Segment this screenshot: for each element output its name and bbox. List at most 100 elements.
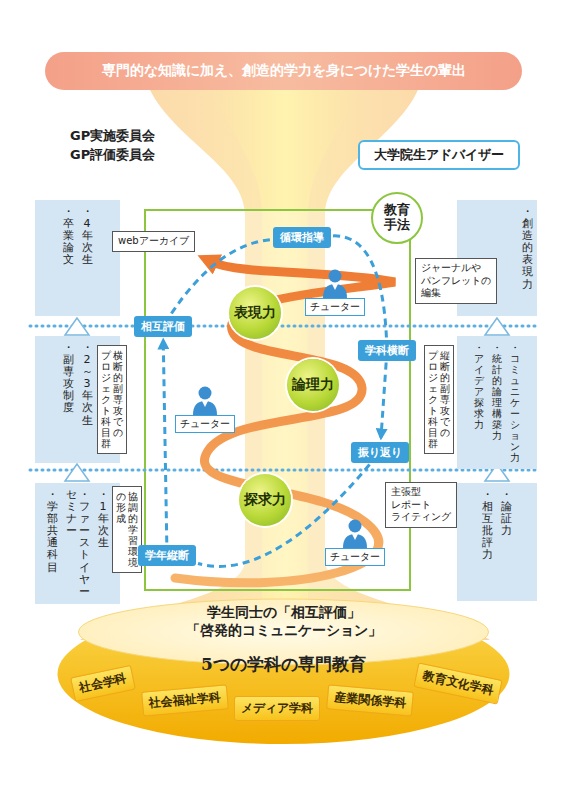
label-text: 教育手法 [383, 203, 410, 233]
label-text: 表現力 [234, 304, 276, 322]
skill-circle: 探求力 [239, 474, 291, 526]
callout-box: 縦断的副専攻での プロジェクト科目群 [424, 345, 454, 454]
committee-label: GP実施委員会 [70, 127, 155, 145]
label-text: ・2～3年次生 [82, 342, 93, 427]
goal-banner: 専門的な知識に加え、創造的学力を身につけた学生の輩出 [45, 52, 522, 90]
method-tag: 振り返り [351, 442, 409, 463]
label-text: ・副専攻制度 [63, 342, 74, 415]
label-text: ・論証力 [501, 489, 512, 537]
step-triangle [485, 318, 509, 335]
label-text: 学生同士の「相互評価」 [55, 604, 512, 622]
label-text: ・学部共通科目 [47, 489, 58, 574]
label-text: 社会福祉学科 [148, 688, 221, 711]
tutor-icon [320, 268, 350, 298]
funnel [80, 90, 490, 640]
committee-label: GP評価委員会 [70, 146, 155, 164]
text-column: ・1年次生 [98, 489, 109, 549]
text-column: ・ファーストイヤー [79, 489, 90, 598]
label-text: ・1年次生 [98, 489, 109, 549]
label-text: ・相互批評力 [482, 489, 493, 562]
label-text: 「啓発的コミュニケーション」 [55, 622, 512, 640]
year-panel: ・1年次生・ファーストイヤー セミナー・学部共通科目 [35, 483, 120, 604]
label-text: 社会学科 [78, 670, 128, 697]
method-tag: 学科横断 [358, 340, 416, 361]
method-tag: 相互評価 [134, 316, 192, 337]
label-text: 主張型 レポート ライティング [391, 486, 451, 524]
label-text: webアーカイブ [118, 235, 189, 248]
label-text: チューター [325, 548, 385, 566]
year-panel: ・4年次生・卒業論文 [35, 200, 120, 316]
label-text: 相互評価 [141, 319, 185, 334]
text-column: セミナー [66, 489, 77, 537]
step-triangle [65, 464, 89, 481]
label-text: 協調的学習環境 の形成 [116, 491, 138, 568]
step-triangle [65, 318, 89, 335]
text-column: ・論証力 [501, 489, 512, 537]
year-panel: ・コミュニケーション力・統計的論理構築力・アイデア探求力 [457, 336, 537, 469]
text-column: ・副専攻制度 [63, 342, 74, 415]
label-text: ・コミュニケーション力 [510, 342, 520, 463]
text-column: ・2～3年次生 [82, 342, 93, 427]
text-column: ・相互批評力 [482, 489, 493, 562]
label-text: 横断的副専攻での プロジェクト科目群 [101, 350, 123, 449]
method-tag: 循環指導 [273, 227, 331, 248]
callout-box: ジャーナルや パンフレットの 編集 [415, 258, 497, 304]
text-column: ・アイデア探求力 [474, 342, 484, 430]
tutor-figure: チューター [323, 518, 387, 566]
tutor-icon [340, 518, 370, 548]
label-text: ・4年次生 [82, 206, 93, 266]
text-column: ・コミュニケーション力 [510, 342, 520, 463]
callout-box: webアーカイブ [112, 231, 195, 252]
label-text: 探求力 [244, 491, 286, 509]
label-text: 循環指導 [280, 230, 324, 245]
label-text: ・統計的論理構築力 [492, 342, 502, 441]
text-column: ・4年次生 [82, 206, 93, 266]
label-text: ・アイデア探求力 [474, 342, 484, 430]
department-base: 学生同士の「相互評価」「啓発的コミュニケーション」5つの学科の専門教育社会学科社… [55, 596, 512, 746]
spiral-arrow [175, 262, 395, 583]
cycle-connector [381, 363, 386, 438]
tutor-figure: チューター [303, 268, 367, 316]
text-column: の形成 [116, 491, 126, 524]
tutor-figure: チューター [173, 385, 237, 433]
label-text: 学年縦断 [145, 548, 189, 563]
text-column: ・卒業論文 [63, 206, 74, 266]
label-text: ・創造的表現力 [522, 206, 533, 291]
text-column: プロジェクト科目群 [101, 350, 111, 449]
method-tag: 学年縦断 [138, 545, 196, 566]
method-circle: 教育手法 [371, 192, 423, 244]
label-text: チューター [305, 298, 365, 316]
label-text: ・ファーストイヤー セミナー [66, 489, 90, 598]
text-column: ・創造的表現力 [522, 206, 533, 291]
text-column: ・学部共通科目 [47, 489, 58, 574]
year-panel: ・論証力・相互批評力 [457, 483, 537, 601]
text-column: 縦断的副専攻での [440, 350, 450, 438]
label-text: 振り返り [358, 445, 402, 460]
department-tab: メディア学科 [234, 696, 320, 721]
label-text: 産業関係学科 [333, 688, 406, 711]
dotted-divider [30, 325, 540, 328]
advisor-box: 大学院生アドバイザー [358, 140, 520, 170]
label-text: メディア学科 [241, 700, 313, 717]
skill-circle: 論理力 [287, 359, 339, 411]
label-text: 専門的な知識に加え、創造的学力を身につけた学生の輩出 [102, 62, 466, 80]
method-frame [145, 210, 410, 590]
label-text: チューター [175, 415, 235, 433]
callout-box: 横断的副専攻での プロジェクト科目群 [97, 345, 127, 454]
label-text: 縦断的副専攻での プロジェクト科目群 [428, 350, 450, 449]
label-text: 大学院生アドバイザー [374, 146, 504, 164]
label-text: ジャーナルや パンフレットの 編集 [421, 262, 491, 300]
text-column: プロジェクト科目群 [428, 350, 438, 449]
tutor-icon [190, 385, 220, 415]
label-text: 学科横断 [365, 343, 409, 358]
text-column: ・統計的論理構築力 [492, 342, 502, 441]
label-text: 論理力 [292, 376, 334, 394]
callout-box: 主張型 レポート ライティング [385, 482, 457, 528]
text-column: 横断的副専攻での [113, 350, 123, 438]
skill-circle: 表現力 [229, 287, 281, 339]
cycle-connector [163, 341, 167, 543]
text-column: 協調的学習環境 [128, 491, 138, 568]
label-text: ・卒業論文 [63, 206, 74, 266]
